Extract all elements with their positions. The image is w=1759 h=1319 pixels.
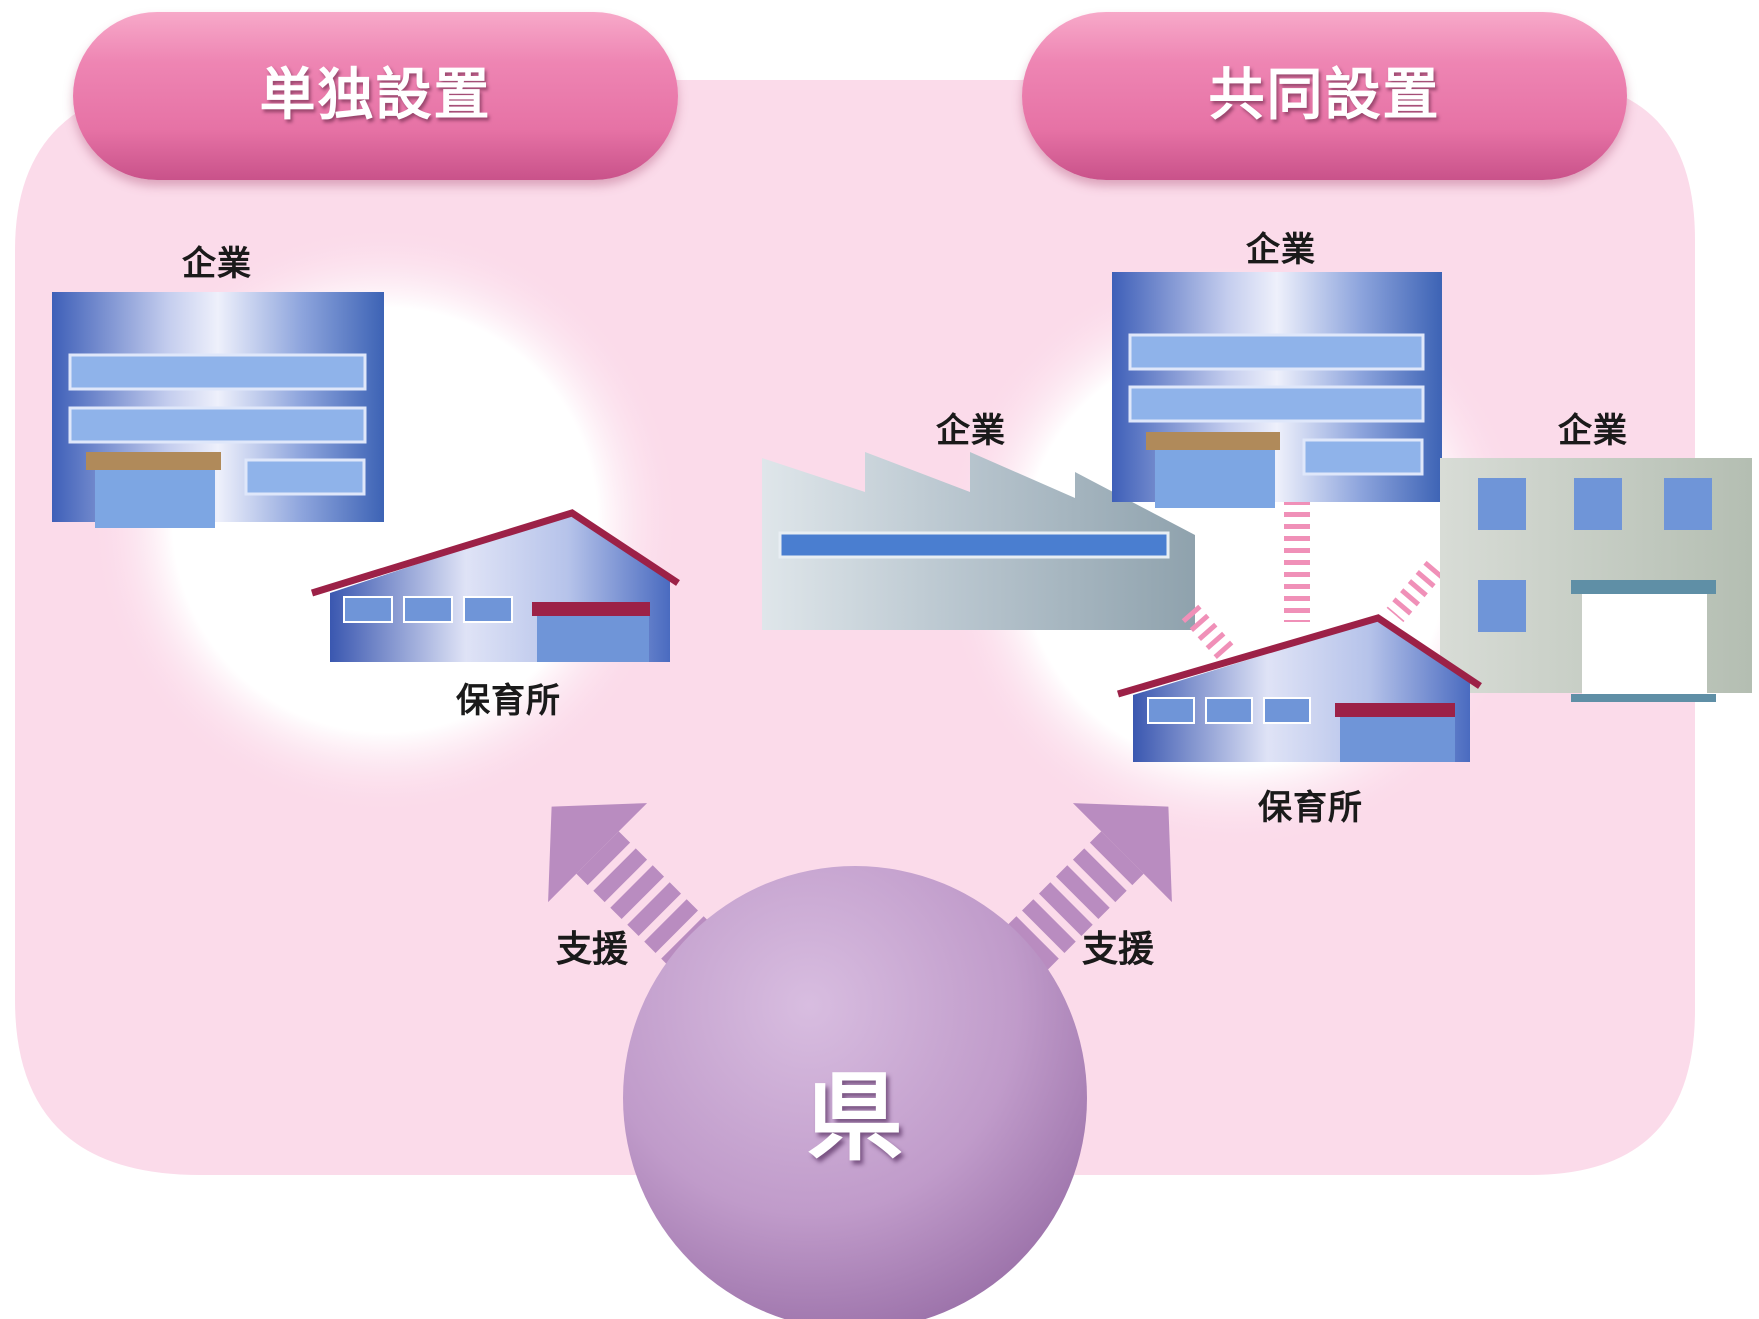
joint-nursery-building (1117, 614, 1482, 762)
single-company-label: 企業 (182, 244, 252, 284)
prefecture-circle (623, 866, 1087, 1319)
joint-setup-title: 共同設置 (1208, 63, 1441, 128)
single-nursery-label: 保育所 (456, 681, 561, 721)
support-left-label: 支援 (556, 929, 629, 970)
joint-company-factory-label: 企業 (936, 411, 1006, 451)
joint-setup-header: 共同設置 (1022, 12, 1627, 180)
joint-company-top-label: 企業 (1246, 230, 1316, 270)
joint-company-building (1112, 272, 1442, 508)
joint-company-right-label: 企業 (1558, 411, 1628, 451)
support-arrow-left (548, 803, 715, 970)
single-setup-header: 単独設置 (73, 12, 678, 180)
joint-nursery-label: 保育所 (1258, 788, 1363, 828)
single-company-building (52, 292, 384, 528)
single-setup-title: 単独設置 (259, 63, 492, 128)
prefecture-label: 県 (807, 1062, 903, 1174)
joint-company-green-building (1440, 458, 1752, 702)
support-arrow-right (1005, 803, 1172, 970)
support-right-label: 支援 (1082, 929, 1155, 970)
joint-link-lines (1181, 500, 1444, 663)
joint-factory-building (762, 452, 1195, 630)
single-nursery-building (310, 509, 680, 662)
